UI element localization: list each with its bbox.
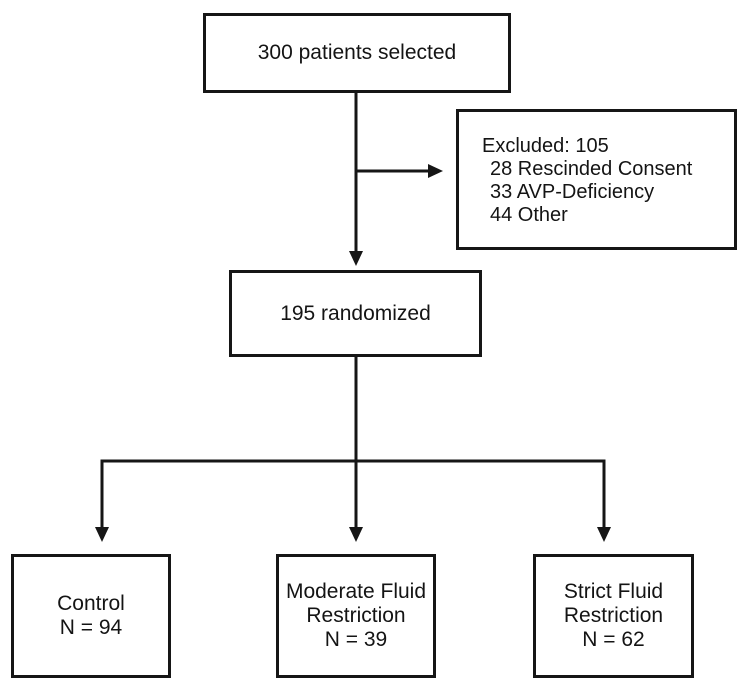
arm-control-label: Control: [57, 592, 125, 615]
patients-selected-label: 300 patients selected: [257, 41, 457, 64]
randomized-label: 195 randomized: [280, 301, 431, 325]
node-arm-strict-fluid-restriction: Strict Fluid Restriction N = 62: [533, 554, 694, 678]
arrowhead-down-strict-icon: [597, 527, 611, 542]
arm-moderate-label-line2: Restriction: [306, 604, 406, 627]
node-arm-control: Control N = 94: [11, 554, 171, 678]
excluded-title: Excluded: 105: [482, 135, 609, 157]
arm-moderate-label-line1: Moderate Fluid: [285, 580, 427, 603]
arm-strict-n: N = 62: [582, 628, 645, 651]
excluded-item-other: 44 Other: [490, 204, 568, 226]
node-randomized: 195 randomized: [229, 270, 482, 357]
node-arm-moderate-fluid-restriction: Moderate Fluid Restriction N = 39: [276, 554, 436, 678]
excluded-item-rescinded-consent: 28 Rescinded Consent: [490, 158, 693, 180]
excluded-item-avp-deficiency: 33 AVP-Deficiency: [490, 181, 655, 203]
arm-control-n: N = 94: [59, 616, 123, 639]
connector-arms-horizontal: [100, 459, 606, 528]
node-excluded: Excluded: 105 28 Rescinded Consent 33 AV…: [456, 109, 737, 250]
node-patients-selected: 300 patients selected: [203, 13, 511, 93]
arrowhead-right-excluded-icon: [428, 164, 443, 178]
arm-strict-label-line2: Restriction: [563, 604, 664, 627]
arm-strict-label-line1: Strict Fluid: [563, 580, 664, 603]
arrowhead-down-control-icon: [95, 527, 109, 542]
arrowhead-down-moderate-icon: [349, 527, 363, 542]
arrowhead-down-randomized-icon: [349, 251, 363, 266]
arm-moderate-n: N = 39: [324, 628, 388, 651]
